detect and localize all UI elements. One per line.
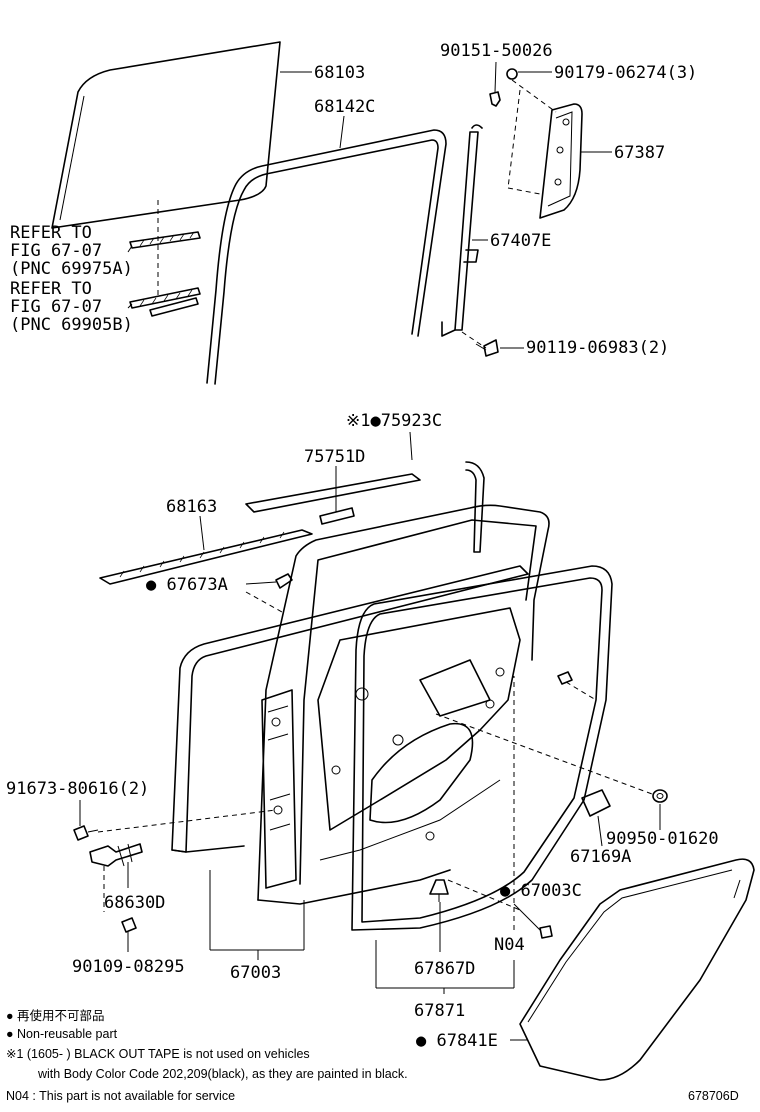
black-out-tape-75923C: [465, 461, 485, 553]
figure-id: 678706D: [688, 1089, 739, 1103]
label-90119: 90119-06983(2): [526, 338, 669, 358]
refer-label-1-line1: REFER TO: [10, 223, 92, 243]
label-67871: 67871: [414, 1001, 465, 1021]
label-67387: 67387: [614, 143, 665, 163]
service-cover-67841E: [519, 858, 755, 1081]
legend-non-reusable-en: ● Non-reusable part: [6, 1027, 118, 1041]
clip-67867D: [429, 879, 449, 902]
label-68630D: 68630D: [104, 893, 165, 913]
label-67003C: ● 67003C: [500, 881, 582, 901]
refer-label-2-line2: FIG 67-07: [10, 297, 102, 317]
legend-blackout-tape-note: ※1 (1605- ) BLACK OUT TAPE is not used o…: [6, 1047, 310, 1061]
bolt-90119: [475, 339, 499, 357]
label-75751D: 75751D: [304, 447, 365, 467]
garnish-67387: [539, 103, 583, 219]
legend-non-reusable-jp: ● 再使用不可部品: [6, 1008, 105, 1023]
label-90151: 90151-50026: [440, 41, 553, 61]
tape-67673A: [275, 573, 293, 589]
label-90109: 90109-08295: [72, 957, 185, 977]
label-67673A: ● 67673A: [146, 575, 228, 595]
clip-90179: [506, 68, 518, 80]
label-68103: 68103: [314, 63, 365, 83]
door-glass-68103: [51, 41, 281, 229]
legend-body-color-note: with Body Color Code 202,209(black), as …: [37, 1067, 408, 1081]
clip-67003C: [539, 925, 553, 939]
pad-67169A: [581, 789, 611, 817]
label-91673: 91673-80616(2): [6, 779, 149, 799]
glass-run-68142C: [206, 129, 447, 385]
label-75923C: ※1●75923C: [346, 411, 442, 431]
weatherstrip-68163: [99, 529, 313, 585]
label-67003: 67003: [230, 963, 281, 983]
moulding-75751D: [245, 473, 421, 525]
screw-90151: [489, 91, 501, 107]
bolt-91673: [73, 825, 99, 841]
label-67841E: ● 67841E: [416, 1031, 498, 1051]
door-panel-67003: [171, 504, 550, 905]
glass-channel-lower: [129, 287, 201, 317]
label-67867D: 67867D: [414, 959, 475, 979]
label-67169A: 67169A: [570, 847, 631, 867]
weatherstrip-67871: [351, 565, 613, 931]
refer-label-1-line2: FIG 67-07: [10, 241, 102, 261]
label-90179: 90179-06274(3): [554, 63, 697, 83]
refer-label-1-line3: (PNC 69975A): [10, 259, 133, 279]
label-N04: N04: [494, 935, 525, 955]
refer-label-2-line1: REFER TO: [10, 279, 92, 299]
refer-label-2-line3: (PNC 69905B): [10, 315, 133, 335]
label-90950: 90950-01620: [606, 829, 719, 849]
plug-90950: [652, 789, 668, 803]
division-bar-67407E: [441, 124, 483, 337]
label-68142C: 68142C: [314, 97, 375, 117]
label-68163: 68163: [166, 497, 217, 517]
label-67407E: 67407E: [490, 231, 551, 251]
clip-67871-screw: [557, 671, 573, 685]
door-check-68630D: [89, 843, 143, 867]
legend-n04-note: N04 : This part is not available for ser…: [6, 1089, 235, 1103]
bolt-90109: [121, 917, 137, 940]
glass-channel-upper: [129, 231, 201, 249]
